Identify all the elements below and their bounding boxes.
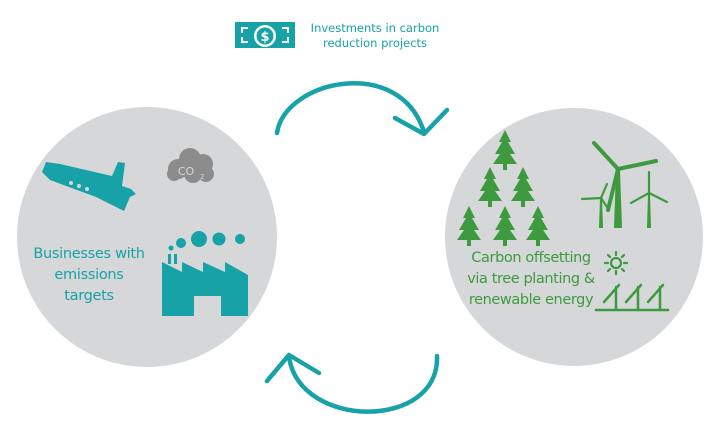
wind-turbine-group: [580, 141, 669, 228]
co2-cloud-icon: CO 2: [167, 148, 214, 183]
offsetting-label-line-1: Carbon offsetting: [471, 250, 591, 266]
tree-icon: [457, 206, 481, 246]
investments-label-line-1: Investments in carbon: [310, 21, 440, 35]
arrow-to-businesses: [264, 352, 440, 414]
tree-icon: [478, 167, 502, 207]
wind-turbine-icon: [580, 182, 611, 228]
tree-group: [457, 130, 550, 246]
wind-turbine-icon: [592, 141, 658, 228]
arrow-head: [392, 107, 450, 137]
wind-turbine-icon: [629, 170, 669, 228]
businesses-label-line-2: emissions: [54, 267, 124, 283]
businesses-label-line-3: targets: [64, 288, 114, 304]
tree-icon: [493, 130, 517, 170]
sun-icon: [603, 250, 629, 276]
airplane-icon: [42, 162, 136, 211]
offsetting-label-line-2: via tree planting &: [467, 271, 595, 287]
arrow-arc: [274, 81, 427, 136]
tree-icon: [493, 206, 517, 246]
svg-text:$: $: [260, 30, 269, 45]
co2-label: CO: [178, 165, 195, 178]
money-bill-icon: $: [235, 22, 295, 48]
tree-icon: [526, 206, 550, 246]
co2-subscript: 2: [200, 173, 204, 181]
investments-label-line-2: reduction projects: [322, 36, 428, 50]
solar-panel-icon: [594, 283, 670, 312]
arrow-arc: [286, 353, 440, 414]
businesses-label-line-1: Businesses with: [33, 246, 145, 262]
businesses-label: Businesses with emissions targets: [19, 244, 159, 307]
tree-icon: [511, 167, 535, 207]
arrow-to-offsetting: [274, 81, 450, 137]
arrow-head: [264, 352, 322, 384]
factory-icon: [162, 231, 248, 316]
offsetting-label-line-3: renewable energy: [468, 292, 594, 308]
offsetting-circle: [445, 108, 703, 366]
offsetting-label: Carbon offsetting via tree planting & re…: [456, 248, 606, 311]
investments-label: Investments in carbon reduction projects: [295, 21, 455, 51]
